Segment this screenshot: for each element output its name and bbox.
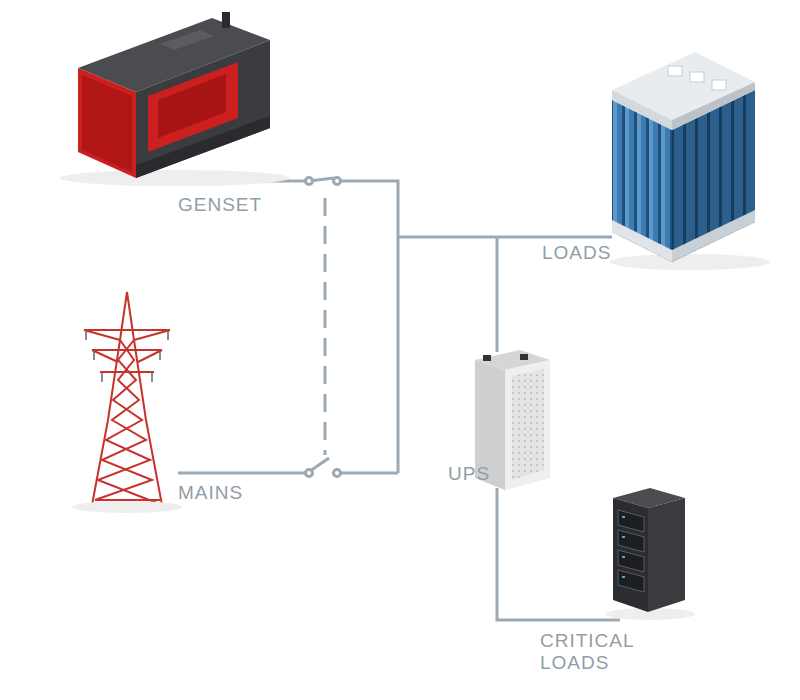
interlock — [324, 198, 327, 455]
insulators — [86, 330, 168, 382]
building-illustration — [610, 52, 770, 270]
tower-shadow — [72, 501, 182, 513]
mains-label: MAINS — [178, 482, 243, 504]
switches — [306, 178, 341, 477]
tower-illustration — [84, 292, 170, 505]
rack-illustration — [605, 488, 695, 620]
loads-label: LOADS — [542, 242, 611, 264]
genset-label: GENSET — [178, 194, 262, 216]
ups-label: UPS — [448, 463, 490, 485]
critical-loads-label: CRITICAL LOADS — [540, 630, 670, 674]
wires — [178, 181, 620, 620]
genset-illustration — [60, 12, 290, 186]
